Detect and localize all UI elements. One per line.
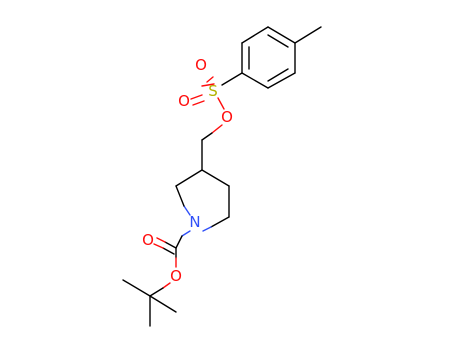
bond-ring-inner-1: [267, 34, 289, 48]
bond-tbu-1: [122, 279, 151, 297]
bond-ring-3: [267, 72, 296, 89]
bond-s-o2-a: [190, 94, 203, 100]
bond-pip-4n: [183, 205, 191, 216]
bond-s-o1-b: [201, 83, 215, 87]
bond-ch2-o3: [201, 132, 213, 141]
bond-co-b2: [153, 243, 164, 249]
bond-ring-s: [221, 72, 243, 86]
bond-s-o2-b: [192, 100, 205, 106]
atom-n: N: [189, 213, 200, 231]
atom-o1: O: [195, 56, 207, 74]
bond-pip-1: [201, 169, 230, 187]
bond-pip-4: [175, 185, 185, 207]
bond-o5-cq: [162, 282, 171, 289]
bond-co-a: [164, 241, 177, 249]
bond-n-c: [181, 230, 191, 237]
bond-s-o1-a: [206, 76, 214, 83]
bond-s-o3: [217, 97, 225, 110]
bond-ring-inner-2: [267, 68, 289, 82]
bond-ring-4: [241, 72, 269, 89]
bond-co-b: [162, 247, 175, 255]
bond-pip-5: [175, 169, 203, 187]
bond-pip-3n: [202, 226, 212, 232]
bond-tbu-2: [149, 295, 177, 313]
bond-methyl: [294, 26, 322, 44]
bond-co-a2: [156, 237, 166, 243]
piperidine-ring: [175, 169, 230, 232]
atom-o5: O: [170, 267, 182, 285]
atom-o3: O: [221, 108, 233, 126]
bond-ring-1: [267, 26, 296, 44]
tosyl-ring: [241, 26, 296, 89]
atom-o2: O: [178, 92, 190, 110]
atom-o4: O: [142, 231, 154, 249]
bond-o5-cq-2: [149, 287, 164, 297]
atom-s: S: [208, 82, 218, 100]
bond-ring-6: [241, 26, 269, 44]
bond-pip-3: [210, 216, 230, 228]
bond-o3-ch2: [211, 124, 223, 134]
bond-n-c-2: [175, 235, 183, 249]
